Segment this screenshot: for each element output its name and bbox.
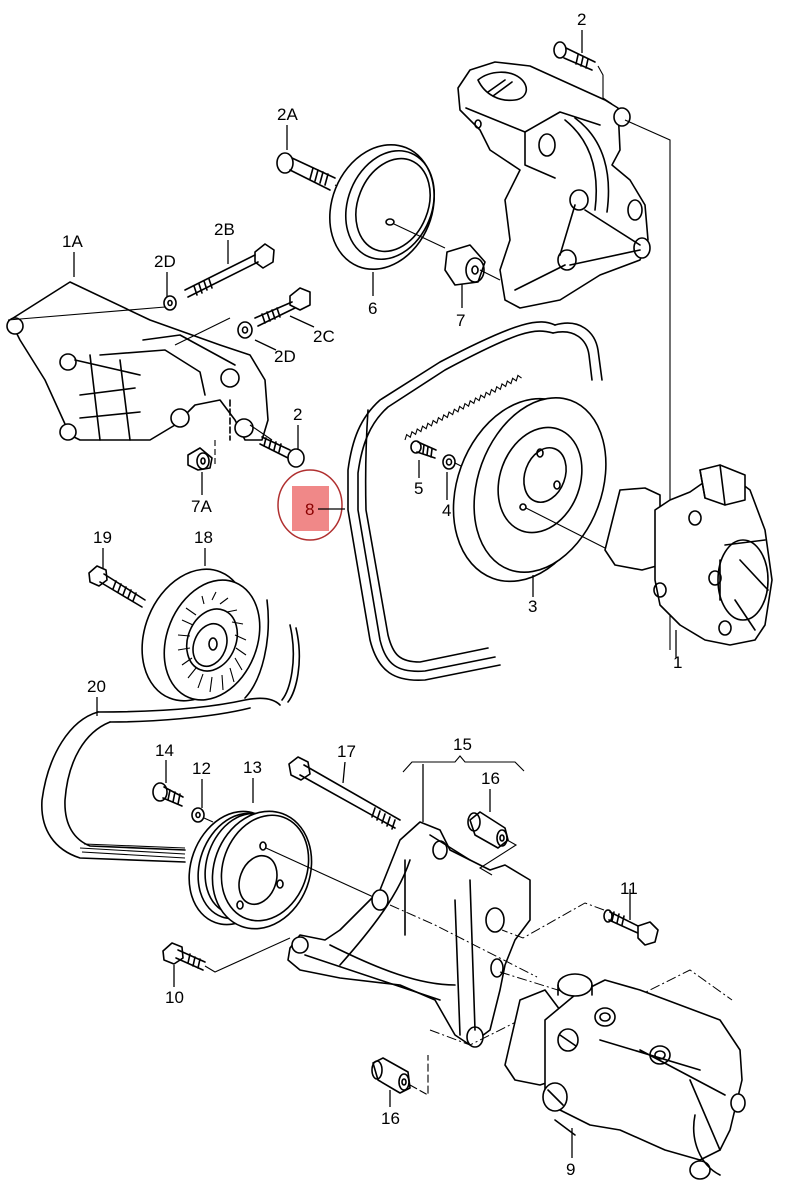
- highlight-circle: [277, 469, 343, 541]
- upper-pump-bracket: [457, 61, 651, 309]
- callout-4[interactable]: 4: [442, 501, 451, 520]
- callout-10[interactable]: 10: [165, 988, 184, 1007]
- pulley-6: [329, 143, 436, 271]
- callout-2D-top[interactable]: 2D: [154, 252, 176, 271]
- callout-2A[interactable]: 2A: [277, 105, 298, 124]
- callout-16-bot[interactable]: 16: [381, 1109, 400, 1128]
- callout-17[interactable]: 17: [337, 742, 356, 761]
- callout-8[interactable]: 8: [305, 500, 314, 519]
- washer-12: [191, 807, 205, 823]
- bracket-1A: [6, 281, 269, 441]
- bushing-16-top: [467, 811, 509, 849]
- callout-7[interactable]: 7: [456, 311, 465, 330]
- power-steering-pump-1: [604, 464, 773, 646]
- washer-2D-top: [163, 295, 177, 311]
- callout-9[interactable]: 9: [566, 1160, 575, 1179]
- callout-5[interactable]: 5: [414, 479, 423, 498]
- pulley-3: [452, 397, 607, 583]
- power-steering-pump-9: [504, 973, 746, 1180]
- callout-2B[interactable]: 2B: [214, 220, 235, 239]
- bolt-10: [162, 942, 206, 971]
- callout-2C[interactable]: 2C: [313, 327, 335, 346]
- bolt-2-mid: [259, 436, 305, 468]
- bolt-11: [603, 909, 659, 946]
- callout-6[interactable]: 6: [368, 299, 377, 318]
- callout-20[interactable]: 20: [87, 677, 106, 696]
- callout-2D-mid[interactable]: 2D: [274, 347, 296, 366]
- washer-4: [442, 454, 456, 470]
- callout-2-mid[interactable]: 2: [293, 405, 302, 424]
- tensioning-roller-18: [141, 568, 270, 702]
- bushing-16-bottom: [371, 1057, 411, 1094]
- callout-14[interactable]: 14: [155, 741, 174, 760]
- bracket-15: [287, 821, 531, 1048]
- bolt-19: [88, 565, 146, 608]
- callout-2-top[interactable]: 2: [577, 10, 586, 29]
- callout-15[interactable]: 15: [453, 735, 472, 754]
- v-ribbed-belt-20: [41, 697, 281, 863]
- bolt-2C: [254, 287, 311, 327]
- callout-12[interactable]: 12: [192, 759, 211, 778]
- bolt-14: [152, 782, 184, 807]
- callout-13[interactable]: 13: [243, 758, 262, 777]
- leader-lines: [73, 30, 677, 1158]
- bolt-5: [410, 440, 437, 459]
- bolt-17: [288, 756, 401, 830]
- callout-1A[interactable]: 1A: [62, 232, 83, 251]
- callout-16-top[interactable]: 16: [481, 769, 500, 788]
- callout-1[interactable]: 1: [673, 653, 682, 672]
- callout-11[interactable]: 11: [620, 879, 638, 898]
- bolt-2-top: [553, 41, 613, 105]
- spacer-7A: [187, 447, 213, 471]
- v-ribbed-belt-8: [347, 321, 603, 682]
- bolt-2B: [184, 243, 275, 298]
- callout-labels: 1A 2A 2B 2D 2C 2D 2 2 6 7 7A 8 5 4 3 1 1…: [62, 10, 682, 1179]
- spacer-7: [444, 244, 486, 286]
- washer-2D-mid: [237, 321, 253, 339]
- callout-3[interactable]: 3: [528, 597, 537, 616]
- callout-19[interactable]: 19: [93, 528, 112, 547]
- pulley-13: [188, 810, 313, 930]
- callout-18[interactable]: 18: [194, 528, 213, 547]
- callout-7A[interactable]: 7A: [191, 497, 212, 516]
- bolt-2A: [276, 152, 336, 191]
